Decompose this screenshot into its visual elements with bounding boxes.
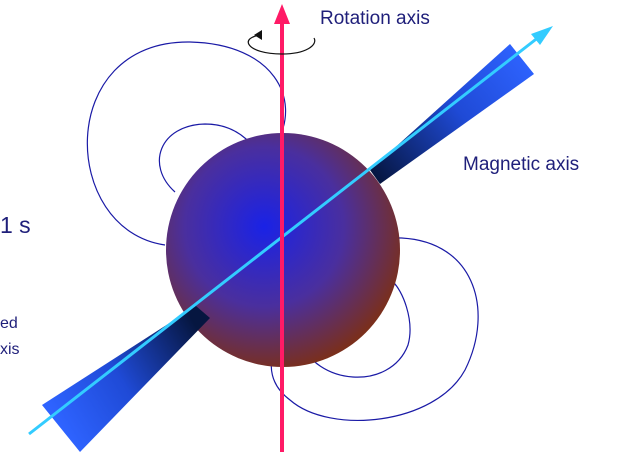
cropped-side-text-2: ed [0, 315, 18, 333]
magnetic-axis [29, 26, 553, 434]
emission-beam-lower [42, 306, 210, 452]
cropped-side-text-3: xis [0, 341, 20, 359]
rotation-axis-arrowhead [274, 4, 290, 24]
cropped-side-text-1: 1 s [0, 212, 31, 238]
magnetic-axis-label: Magnetic axis [463, 154, 579, 176]
rotation-axis-label: Rotation axis [320, 8, 430, 30]
